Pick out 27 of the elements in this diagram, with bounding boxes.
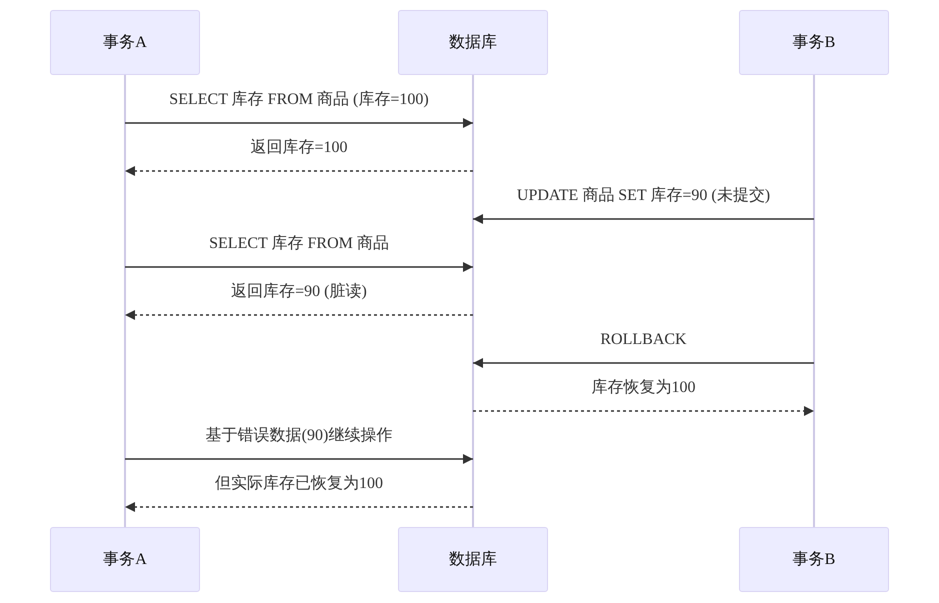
arrow <box>473 214 814 224</box>
message-label: UPDATE 商品 SET 库存=90 (未提交) <box>516 186 770 206</box>
dashed-arrow <box>125 310 473 320</box>
message-label: SELECT 库存 FROM 商品 <box>209 234 389 254</box>
dashed-arrow <box>473 406 814 416</box>
participant-box: 数据库 <box>398 10 548 75</box>
participant-box: 事务A <box>50 527 200 592</box>
arrow <box>125 454 473 464</box>
message-label: 返回库存=90 (脏读) <box>231 282 367 302</box>
participant-box: 数据库 <box>398 527 548 592</box>
participant-box: 事务B <box>739 10 889 75</box>
participant-box: 事务A <box>50 10 200 75</box>
message-label: 但实际库存已恢复为100 <box>215 474 383 494</box>
arrow <box>125 262 473 272</box>
message-label: SELECT 库存 FROM 商品 (库存=100) <box>169 90 429 110</box>
message-label: 基于错误数据(90)继续操作 <box>206 426 392 446</box>
lifeline <box>124 75 126 527</box>
lifeline <box>813 75 815 527</box>
message-label: 库存恢复为100 <box>592 378 696 398</box>
lifeline <box>472 75 474 527</box>
dashed-arrow <box>125 502 473 512</box>
message-label: 返回库存=100 <box>250 138 348 158</box>
participant-box: 事务B <box>739 527 889 592</box>
dashed-arrow <box>125 166 473 176</box>
message-label: ROLLBACK <box>600 330 687 350</box>
arrow <box>125 118 473 128</box>
arrow <box>473 358 814 368</box>
